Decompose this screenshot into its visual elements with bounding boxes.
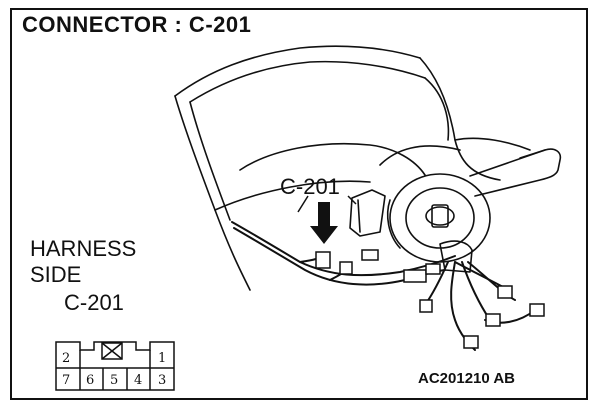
callout-label: C-201 [280, 174, 340, 199]
pin-3: 3 [158, 373, 166, 388]
harness-connector-label: C-201 [64, 290, 124, 315]
harness-connectors [315, 249, 545, 349]
pin-7: 7 [62, 373, 70, 388]
column-cover-outline [174, 45, 562, 291]
c201-callout-arrow [297, 195, 357, 244]
pin-6: 6 [86, 373, 94, 388]
connector-c201-plug [315, 251, 331, 269]
page-title: CONNECTOR : C-201 [22, 12, 252, 37]
figure-code: AC201210 AB [418, 370, 515, 387]
harness-label-line2: SIDE [30, 262, 82, 287]
pin-5: 5 [110, 373, 118, 388]
down-arrow-icon [310, 202, 338, 244]
pin-1: 1 [158, 351, 166, 366]
pin-4: 4 [134, 373, 142, 388]
wiring-harness [231, 221, 536, 351]
diagram-frame [10, 8, 588, 400]
harness-label-line1: HARNESS [30, 236, 137, 261]
connector-face-c201 [55, 341, 175, 391]
pin-2: 2 [62, 351, 70, 366]
